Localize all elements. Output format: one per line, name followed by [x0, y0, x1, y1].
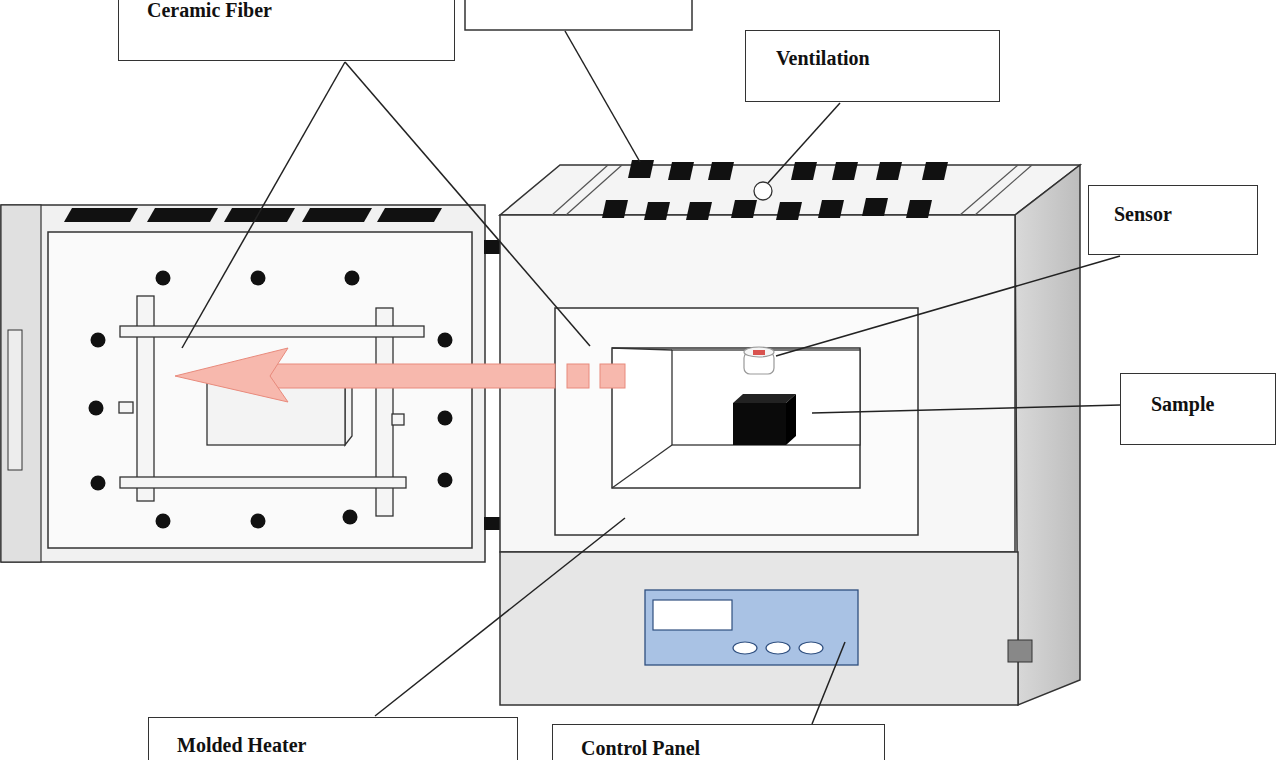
control-housing: [500, 552, 1032, 705]
callout-label: Control Panel: [581, 737, 700, 759]
cut-callout-box: [465, 0, 692, 30]
furnace-body: [500, 160, 1080, 705]
callout-label: Ceramic Fiber: [147, 0, 272, 21]
callout-box: Sensor: [1088, 185, 1258, 255]
callout-label: Sample: [1151, 393, 1214, 415]
callout-box: Sample: [1120, 373, 1276, 445]
callout-box: Ceramic Fiber: [118, 0, 455, 61]
heat-arrow: [175, 348, 625, 402]
callout-label: Molded Heater: [177, 734, 306, 756]
callout-box: Control Panel: [552, 724, 885, 760]
callout-box: Molded Heater: [148, 717, 518, 760]
sensor-probe: [744, 347, 774, 374]
callout-box: Ventilation: [745, 30, 1000, 102]
leader-lines: [182, 31, 1120, 724]
callout-label: Sensor: [1114, 203, 1172, 225]
callout-label: Ventilation: [776, 47, 870, 69]
